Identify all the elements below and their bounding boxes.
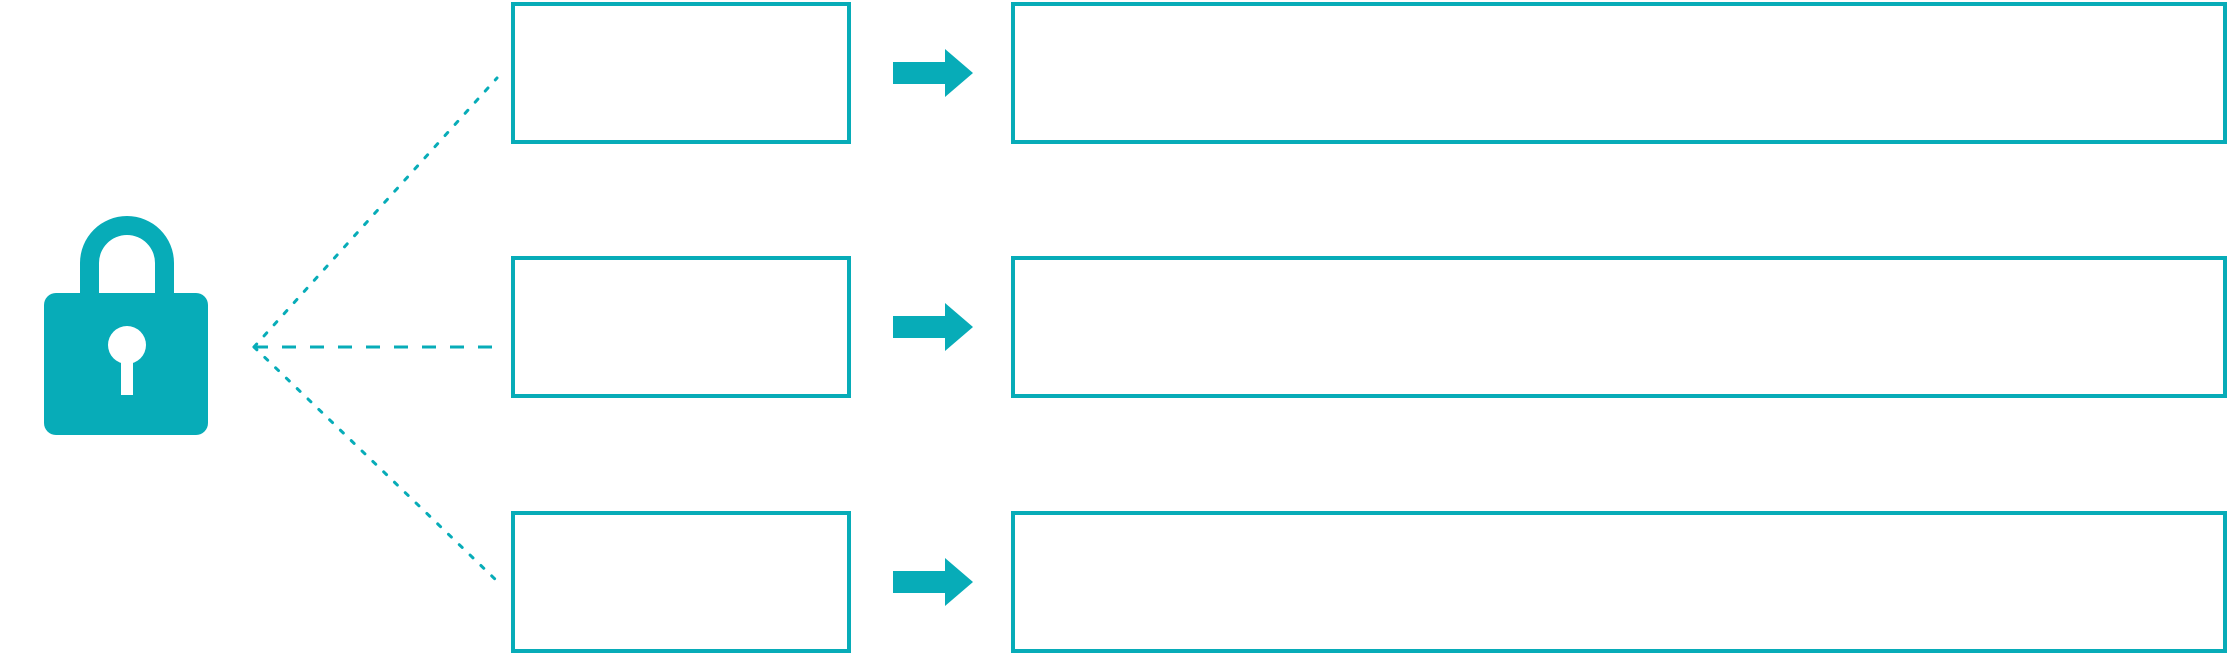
- concept-box-label: [515, 6, 847, 26]
- concept-box[interactable]: [511, 511, 851, 653]
- detail-box[interactable]: [1011, 511, 2227, 653]
- detail-box[interactable]: [1011, 256, 2227, 398]
- arrow-right-icon: [893, 49, 973, 97]
- arrow-right-icon: [893, 558, 973, 606]
- detail-box-label: [1015, 6, 2223, 26]
- concept-box[interactable]: [511, 2, 851, 144]
- padlock-icon: [30, 205, 225, 445]
- concept-box[interactable]: [511, 256, 851, 398]
- arrow-right-icon: [893, 303, 973, 351]
- detail-box[interactable]: [1011, 2, 2227, 144]
- breakout-row: [0, 0, 2229, 150]
- detail-box-label: [1015, 515, 2223, 535]
- connector-line-bottom: [252, 345, 499, 583]
- detail-box-label: [1015, 260, 2223, 280]
- concept-box-label: [515, 260, 847, 280]
- concept-box-label: [515, 515, 847, 535]
